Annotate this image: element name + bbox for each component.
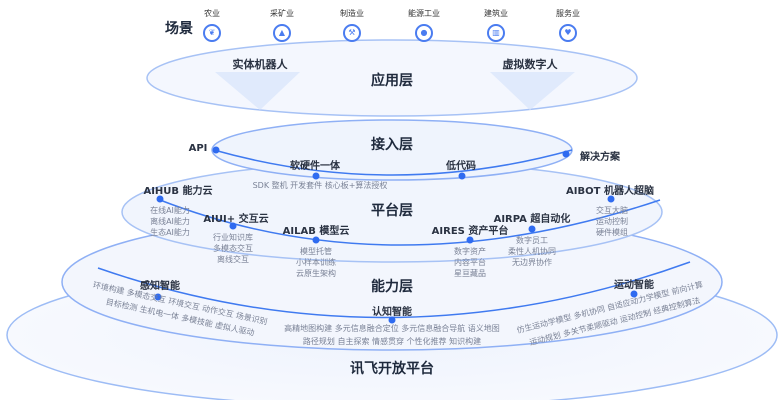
platform-node-item: 多模态交互 bbox=[213, 244, 253, 253]
platform-node-item: 运动控制 bbox=[596, 217, 628, 226]
heart-icon: ♥ bbox=[559, 24, 577, 42]
industry-label: 服务业 bbox=[556, 9, 580, 18]
platform-node-label: AIRPA 超自动化 bbox=[493, 214, 571, 225]
platform-node-dot bbox=[156, 195, 164, 203]
mountain-icon: ▲ bbox=[273, 24, 291, 42]
platform-node-dot bbox=[528, 225, 536, 233]
industry-label: 制造业 bbox=[340, 9, 364, 18]
perception-dot bbox=[154, 293, 162, 301]
platform-node-dot bbox=[466, 236, 474, 244]
solution-dot bbox=[562, 150, 570, 158]
motion-dot bbox=[630, 290, 638, 298]
virtual-human-label: 虚拟数字人 bbox=[502, 58, 558, 71]
platform-node-item: 星亘藏品 bbox=[454, 269, 486, 278]
tool-icon: ⚒ bbox=[343, 24, 361, 42]
platform-node-item: 柔性人机协同 bbox=[508, 247, 556, 256]
drop-icon: ● bbox=[415, 24, 433, 42]
api-dot bbox=[212, 146, 220, 154]
platform-node-item: 在线AI能力 bbox=[150, 206, 190, 215]
platform-node-label: AIRES 资产平台 bbox=[431, 226, 509, 237]
platform-node-dot bbox=[312, 236, 320, 244]
hw-sw-dot bbox=[312, 172, 320, 180]
platform-node-dot bbox=[229, 222, 237, 230]
platform-layer-title: 平台层 bbox=[371, 203, 413, 219]
base-platform-title: 讯飞开放平台 bbox=[350, 361, 434, 377]
platform-node-item: 数字资产 bbox=[454, 247, 486, 256]
platform-node-label: AIHUB 能力云 bbox=[143, 186, 213, 197]
solution-label: 解决方案 bbox=[580, 152, 620, 163]
platform-node-item: 云原生架构 bbox=[296, 269, 336, 278]
cognition-dot bbox=[388, 316, 396, 324]
platform-node-item: 数字员工 bbox=[516, 236, 548, 245]
platform-node-dot bbox=[607, 195, 615, 203]
platform-node-item: 生态AI能力 bbox=[150, 228, 190, 237]
hw-sw-label: 软硬件一体 bbox=[290, 161, 340, 172]
access-layer-title: 接入层 bbox=[371, 137, 413, 153]
platform-node-label: AIBOT 机器人超脑 bbox=[566, 186, 654, 197]
platform-node-label: AIUI+ 交互云 bbox=[203, 214, 269, 225]
building-icon: ▥ bbox=[487, 24, 505, 42]
lowcode-dot bbox=[458, 172, 466, 180]
physical-robot-label: 实体机器人 bbox=[232, 58, 288, 71]
platform-node-item: 内容平台 bbox=[454, 258, 486, 267]
platform-node-item: 行业知识库 bbox=[213, 233, 253, 242]
cognition-line2: 路径规划 自主探索 情感贯穿 个性化推荐 知识构建 bbox=[302, 337, 482, 346]
platform-node-item: 无边界协作 bbox=[512, 258, 552, 267]
platform-node-label: AILAB 模型云 bbox=[282, 226, 350, 237]
perception-label: 感知智能 bbox=[140, 281, 180, 292]
cognition-line1: 高精地图构建 多元信息融合定位 多元信息融合导航 语义地图 bbox=[284, 324, 500, 333]
platform-node-item: 小样本训练 bbox=[296, 258, 336, 267]
leaf-icon: ❦ bbox=[203, 24, 221, 42]
api-label: API bbox=[188, 143, 208, 154]
capability-layer-title: 能力层 bbox=[371, 279, 413, 295]
platform-node-item: 离线交互 bbox=[217, 255, 249, 264]
industry-label: 农业 bbox=[204, 9, 220, 18]
hw-items: SDK 整机 开发套件 核心板+算法授权 bbox=[252, 181, 388, 190]
platform-node-item: 硬件模组 bbox=[596, 228, 628, 237]
industry-label: 建筑业 bbox=[484, 9, 508, 18]
scene-label: 场景 bbox=[165, 21, 193, 37]
lowcode-label: 低代码 bbox=[446, 161, 476, 172]
motion-label: 运动智能 bbox=[614, 280, 654, 291]
cognition-label: 认知智能 bbox=[372, 307, 412, 318]
platform-node-item: 交互大脑 bbox=[596, 206, 628, 215]
application-layer-title: 应用层 bbox=[371, 73, 413, 89]
industry-label: 采矿业 bbox=[270, 9, 294, 18]
platform-node-item: 离线AI能力 bbox=[150, 217, 190, 226]
industry-label: 能源工业 bbox=[408, 9, 440, 18]
platform-node-item: 模型托管 bbox=[300, 247, 332, 256]
